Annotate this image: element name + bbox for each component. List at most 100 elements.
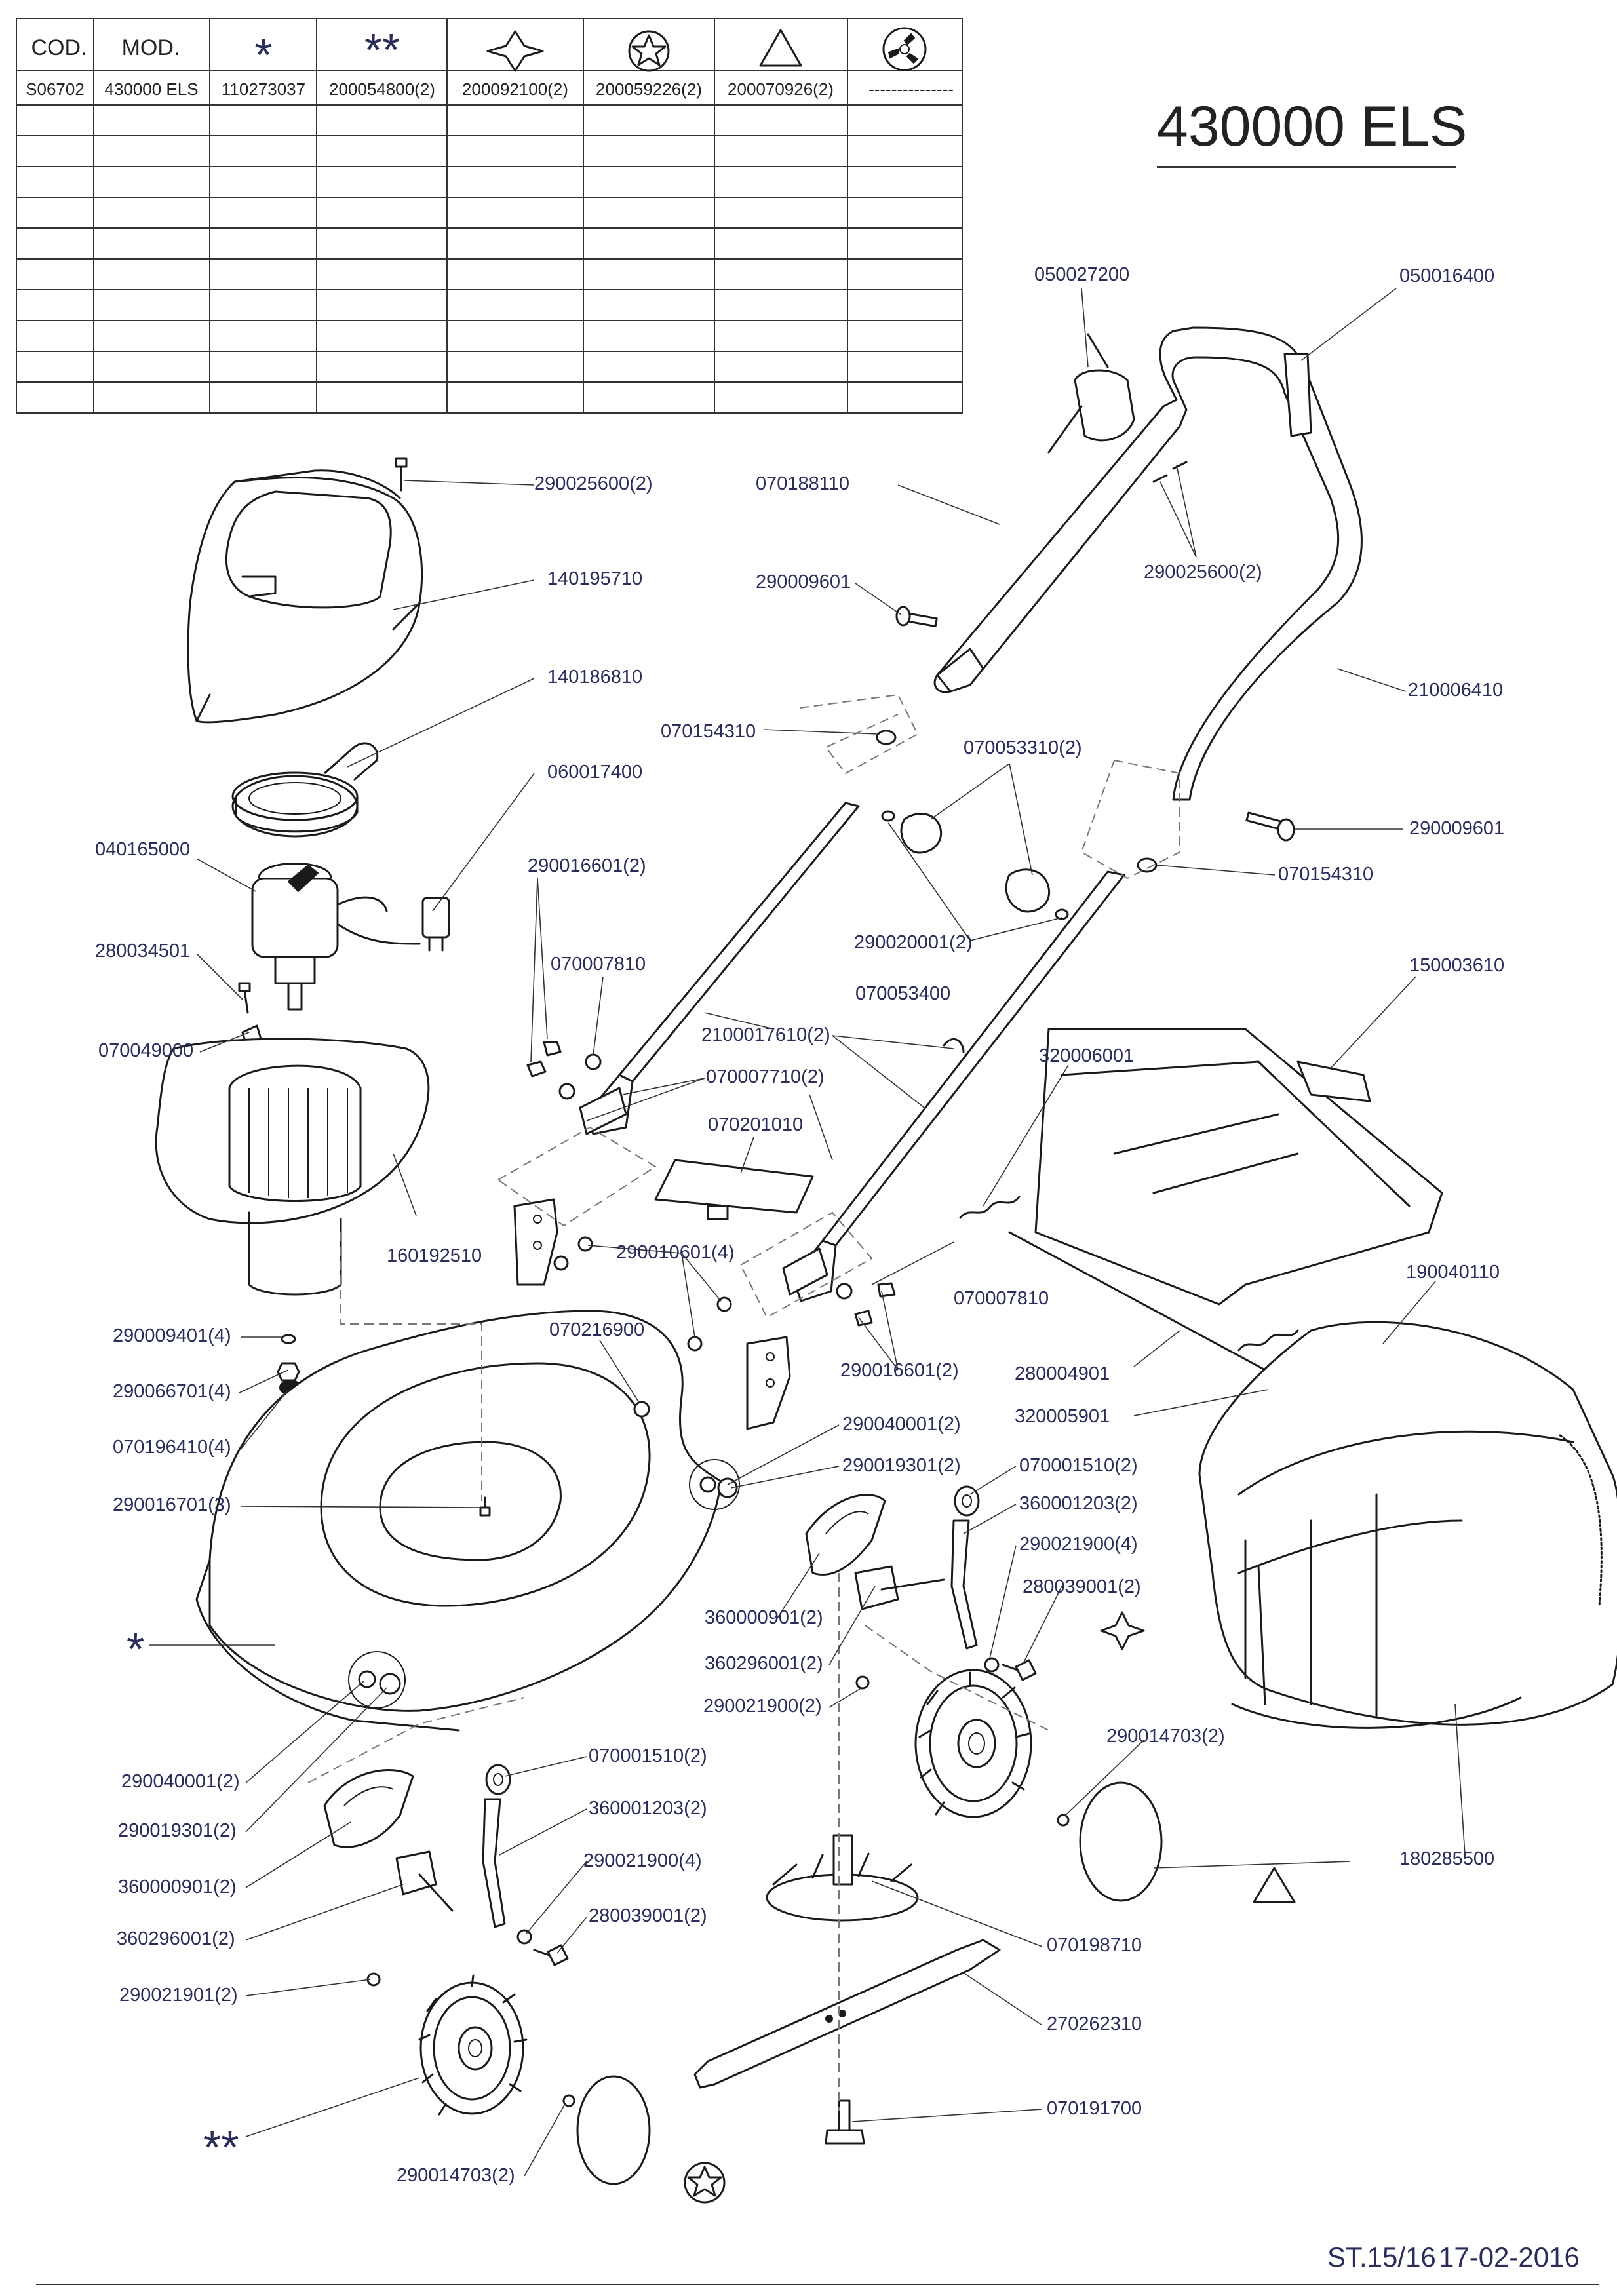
callout-label: 070154310	[1278, 864, 1373, 885]
handle-brackets	[579, 1087, 828, 1296]
table-header-cod: COD.	[31, 35, 87, 60]
table-cell-fan-circle: ---------------	[868, 79, 954, 99]
callout-label: 280039001(2)	[589, 1905, 707, 1926]
callout-double-asterisk: **	[203, 2122, 239, 2173]
callout-label: 290009601	[1409, 818, 1504, 839]
callout-label: 280034501	[95, 941, 190, 962]
grass-bag	[1198, 1321, 1617, 1729]
handle-pin-left	[895, 606, 938, 628]
callout-label: 070191700	[1047, 2098, 1142, 2119]
wheel-bolt-right	[1002, 1659, 1037, 1681]
deck-center-screw	[479, 1496, 491, 1517]
motor-screw	[238, 982, 251, 1014]
callout-label: 290021900(4)	[583, 1850, 702, 1871]
callout-label: 290014703(2)	[1106, 1726, 1225, 1747]
callout-label: 270262310	[1047, 2014, 1142, 2034]
rear-axle-detail-circle	[348, 1651, 406, 1709]
cable-clip-handle	[943, 1038, 965, 1053]
callout-label: 210006410	[1408, 680, 1503, 701]
callout-label: 060017400	[547, 762, 642, 783]
table-cell-cod: S06702	[26, 79, 85, 99]
deflector-flap	[654, 1159, 814, 1220]
front-axle-detail-circle	[689, 1459, 740, 1510]
wheel-spacer-right	[954, 1485, 980, 1517]
callout-label: 070007810	[551, 954, 646, 975]
star-in-circle-icon	[628, 30, 670, 72]
callout-label: 360000901(2)	[118, 1877, 237, 1897]
table-header-mod: MOD.	[122, 35, 180, 60]
callout-label: 360000901(2)	[705, 1607, 823, 1628]
assembly-guides	[307, 693, 1180, 2111]
axle-mount-left	[395, 1850, 454, 1912]
callout-label: 280004901	[1015, 1363, 1110, 1384]
height-lever-left	[482, 1798, 506, 1928]
callout-label: 150003610	[1409, 955, 1504, 976]
fan-circle-icon	[882, 27, 927, 71]
callout-label: 070053400	[855, 983, 950, 1004]
callout-label: 290066701(4)	[113, 1381, 231, 1402]
callout-label: 360001203(2)	[1019, 1493, 1138, 1514]
callout-label: 070216900	[549, 1319, 644, 1340]
callout-label: 290025600(2)	[1144, 562, 1262, 583]
table-cell-mod: 430000 ELS	[104, 79, 198, 99]
callout-label: 070154310	[661, 721, 756, 742]
callout-label: 290021901(2)	[119, 1985, 238, 2006]
part-callouts: 290025600(2) 140195710 140186810 0600174…	[95, 264, 1504, 2186]
callout-label: 360296001(2)	[117, 1928, 235, 1949]
callout-label: 290016701(3)	[113, 1494, 231, 1515]
hood-screw	[395, 457, 408, 492]
mower-deck	[195, 1310, 722, 1732]
callout-label: 070001510(2)	[1019, 1455, 1138, 1476]
hubcap-star-in-circle-mark	[684, 2162, 726, 2204]
rear-flap	[1008, 1028, 1443, 1371]
blade-fan	[766, 1834, 919, 1922]
callout-label: 070198710	[1047, 1935, 1142, 1956]
table-cell-single-asterisk: 110273037	[222, 79, 305, 99]
blade-bolt	[825, 2099, 865, 2145]
callout-label: 070188110	[756, 473, 849, 494]
table-cell-star-circle: 200059226(2)	[596, 79, 702, 99]
callout-label: 2100017610(2)	[701, 1024, 830, 1045]
table-header-double-asterisk: **	[364, 24, 400, 75]
callout-label: 290010601(4)	[616, 1242, 735, 1263]
callout-label: 190040110	[1406, 1262, 1500, 1283]
callout-label: 290014703(2)	[397, 2165, 515, 2186]
handle-knob-right	[1005, 868, 1069, 920]
handle-screws	[1152, 461, 1188, 483]
callout-label: 050027200	[1034, 264, 1129, 285]
washer-4	[281, 1334, 296, 1344]
switch-box	[1047, 333, 1135, 454]
callout-label: 070053310(2)	[964, 737, 1082, 758]
hubcap-triangle-mark	[1253, 1867, 1296, 1903]
deck-rear-bracket-right	[746, 1336, 791, 1430]
motor-cover-ring	[231, 742, 379, 838]
cable-hook	[1283, 353, 1312, 437]
callout-label: 290019301(2)	[842, 1455, 961, 1476]
callout-label: 280039001(2)	[1023, 1576, 1141, 1597]
callout-label: 050016400	[1399, 265, 1494, 286]
front-wheel	[914, 1669, 1032, 1818]
callout-label: 290016601(2)	[528, 855, 646, 876]
wheel-spacer-left	[485, 1764, 511, 1795]
callout-label: 070196410(4)	[113, 1437, 231, 1458]
cutting-blade	[693, 1939, 1001, 2089]
callout-label: 290040001(2)	[121, 1771, 240, 1792]
callout-label: 290009601	[756, 572, 851, 593]
hubcap-clip-front	[1057, 1814, 1070, 1827]
height-adjuster-plate-left	[323, 1769, 414, 1848]
height-adjuster-plate-right	[805, 1494, 886, 1576]
wheel-cap-four-point-star	[1100, 1611, 1145, 1650]
four-point-star-icon	[486, 30, 544, 72]
hubcap-rear	[576, 2075, 651, 2185]
rear-wheel	[418, 1974, 528, 2116]
callout-label: 290021900(4)	[1019, 1534, 1138, 1555]
table-cell-four-point-star: 200092100(2)	[462, 79, 568, 99]
callout-label: 040165000	[95, 839, 190, 860]
leader-lines	[149, 288, 1466, 2177]
hubcap-front	[1079, 1781, 1163, 1902]
handle-pin-right	[1245, 811, 1295, 842]
callout-label: 290020001(2)	[854, 932, 973, 953]
callout-label: 070007810	[954, 1288, 1049, 1309]
